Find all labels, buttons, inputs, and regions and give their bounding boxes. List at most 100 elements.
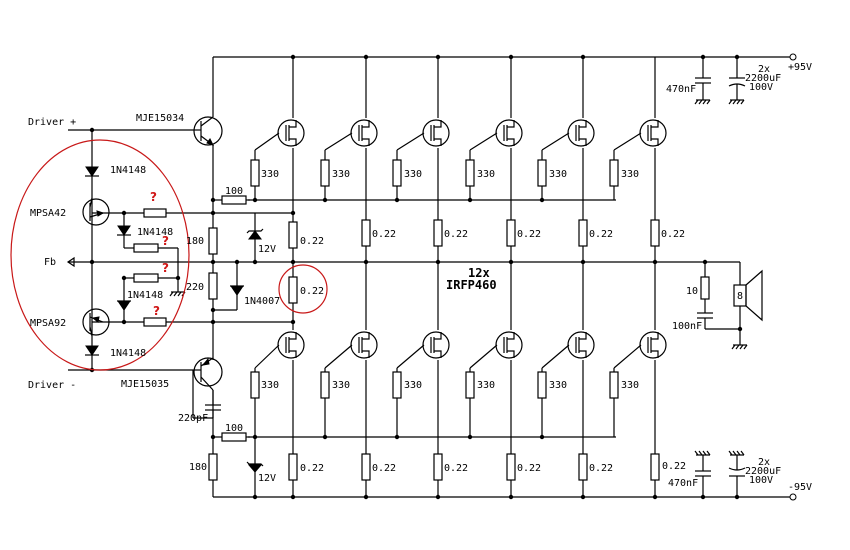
resistor-10 [700,276,710,300]
resistor-330 [465,371,475,399]
resistor-unknown [143,317,167,327]
resistor-330 [250,159,260,187]
terminals [66,53,797,501]
label-2200uf-bottom: 2200uF [745,466,781,477]
label-2200uf-top: 2200uF [745,73,781,84]
resistor-unknown [133,243,159,253]
diodes [85,166,264,473]
capacitor-2200uf-top [728,77,746,100]
label-0.22: 0.22 [300,236,324,247]
label-100v-top: 100V [749,82,773,93]
mosfet-upper [277,119,305,147]
label-330: 330 [549,169,567,180]
resistor-0.22 [288,276,298,304]
label-mpsa92: MPSA92 [30,318,66,329]
label-mpsa42: MPSA42 [30,208,66,219]
resistor-330 [320,371,330,399]
resistor-220 [208,272,218,300]
label-driver-minus: Driver - [28,380,76,391]
question-mark: ? [150,190,157,204]
label-100-bottom: 100 [225,423,243,434]
resistor-330 [537,159,547,187]
ground-symbol [728,450,745,456]
diode-1n4148-bias-lower [117,300,131,311]
label-330: 330 [621,169,639,180]
resistor-330 [609,371,619,399]
label-100-top: 100 [225,186,243,197]
resistor-unknown [133,273,159,283]
resistor-180 [208,227,218,255]
ground-symbol [694,99,711,105]
terminal-minus [789,493,797,501]
label-0.22-highlighted: 0.22 [300,286,324,297]
mosfet-lower [567,331,595,359]
label-470nf-bottom: 470nF [668,478,698,489]
resistor-330 [392,371,402,399]
resistor-0.22 [506,219,516,247]
label-330: 330 [332,169,350,180]
ground-symbol [731,344,748,350]
terminal-plus [789,53,797,61]
question-mark: ? [153,304,160,318]
label-zener-top: 12V [258,244,276,255]
label-180-bottom: 180 [189,462,207,473]
label-1n4148-top: 1N4148 [110,165,146,176]
diode-1n4148-bias-upper [117,225,131,236]
capacitor-470nf-top [695,77,711,100]
label-1n4148-bias-upper: 1N4148 [137,227,173,238]
zener-12v-upper [246,213,264,262]
label-1n4148-bottom: 1N4148 [110,348,146,359]
labels: Driver + Driver - Fb +95V -95V MJE15034 … [28,62,812,493]
resistor-330 [392,159,402,187]
question-mark: ? [162,234,169,248]
bjt-mje15035 [193,357,223,391]
resistor-0.22 [650,219,660,247]
mosfet-upper [422,119,450,147]
junctions [89,54,743,500]
resistor-330 [609,159,619,187]
label-180-top: 180 [186,236,204,247]
label-vminus: -95V [788,482,812,493]
label-2x-top: 2x [758,64,770,75]
label-1n4007: 1N4007 [244,296,280,307]
label-10: 10 [686,286,698,297]
resistor-0.22 [506,453,516,481]
mosfet-lower [277,331,305,359]
resistor-0.22 [361,219,371,247]
capacitor-2200uf-bottom [728,455,746,477]
label-0.22: 0.22 [517,229,541,240]
mosfet-upper [495,119,523,147]
ground-symbol [694,450,711,456]
mosfets [277,119,667,359]
label-mje15035: MJE15035 [121,379,169,390]
resistor-0.22 [578,219,588,247]
resistor-330 [537,371,547,399]
bjt-mpsa42 [82,197,110,226]
bjt-mje15034 [193,116,223,146]
resistor-0.22 [288,453,298,481]
resistor-0.22 [578,453,588,481]
resistor-0.22 [361,453,371,481]
highlight-bias-circuit [10,139,190,371]
resistors [133,159,710,481]
label-330: 330 [621,380,639,391]
fb-arrow [66,256,75,268]
label-0.22: 0.22 [372,463,396,474]
bjt-mpsa92 [82,308,110,337]
label-0.22: 0.22 [300,463,324,474]
mosfet-upper [567,119,595,147]
label-0.22: 0.22 [444,463,468,474]
label-vplus: +95V [788,62,812,73]
label-mosfet-type: IRFP460 [446,278,497,292]
resistor-330 [250,371,260,399]
label-330: 330 [404,380,422,391]
mosfet-lower [639,331,667,359]
resistor-100 [221,432,247,442]
mosfet-upper [639,119,667,147]
label-220: 220 [186,282,204,293]
label-0.22: 0.22 [589,463,613,474]
label-2x-bottom: 2x [758,457,770,468]
label-0.22: 0.22 [372,229,396,240]
ground-symbol [728,99,745,105]
